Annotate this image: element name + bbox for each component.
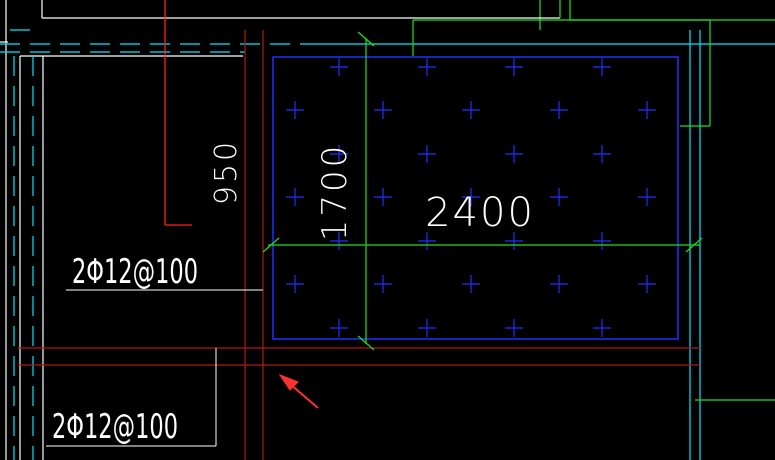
dimension-1700-label: 1700: [315, 143, 355, 242]
slab-boundary: [272, 56, 679, 340]
top-wall-stubs: [41, 0, 561, 19]
hatch-cross: [418, 232, 436, 250]
hatch-cross: [286, 101, 304, 119]
dimension-2400-label: 2400: [425, 190, 535, 236]
rebar-leader-lines: [46, 289, 263, 447]
hatch-cross: [638, 275, 656, 293]
dark-red-beam-lines: [18, 30, 700, 460]
hatch-cross: [593, 58, 611, 76]
hatch-cross: [462, 275, 480, 293]
hatch-cross: [418, 319, 436, 337]
hatch-cross: [593, 319, 611, 337]
hatch-cross: [286, 188, 304, 206]
hatch-cross: [638, 188, 656, 206]
hatch-cross: [505, 145, 523, 163]
red-rebar-vertical: [164, 0, 192, 226]
arrow-pointer-icon: [278, 373, 319, 409]
hatch-cross: [330, 319, 348, 337]
hatch-cross: [418, 145, 436, 163]
cyan-dashed-axis-lines: [0, 29, 300, 460]
hatch-cross: [505, 232, 523, 250]
rebar-label-upper: 2Φ12@100: [72, 252, 198, 292]
hatch-cross: [330, 232, 348, 250]
dimension-950-label: 950: [209, 139, 244, 205]
hatch-cross: [593, 145, 611, 163]
hatch-cross: [550, 101, 568, 119]
hatch-cross: [550, 275, 568, 293]
rebar-label-lower: 2Φ12@100: [52, 407, 178, 447]
hatch-cross: [593, 232, 611, 250]
hatch-cross: [505, 319, 523, 337]
hatch-cross: [330, 145, 348, 163]
hatch-cross: [505, 58, 523, 76]
hatch-cross: [330, 58, 348, 76]
hatch-cross: [638, 101, 656, 119]
hatch-cross: [462, 188, 480, 206]
hatch-cross: [374, 188, 392, 206]
slab-hatch-area: [272, 56, 679, 340]
green-wall-lines: [412, 0, 775, 401]
wall-outlines-left: [0, 0, 243, 460]
hatch-cross: [374, 275, 392, 293]
hatch-cross: [418, 58, 436, 76]
hatch-cross: [550, 188, 568, 206]
slab-hatch-crosses: [286, 58, 656, 337]
green-dimension-lines: [262, 31, 703, 351]
hatch-cross: [374, 101, 392, 119]
hatch-cross: [286, 275, 304, 293]
hatch-cross: [462, 101, 480, 119]
